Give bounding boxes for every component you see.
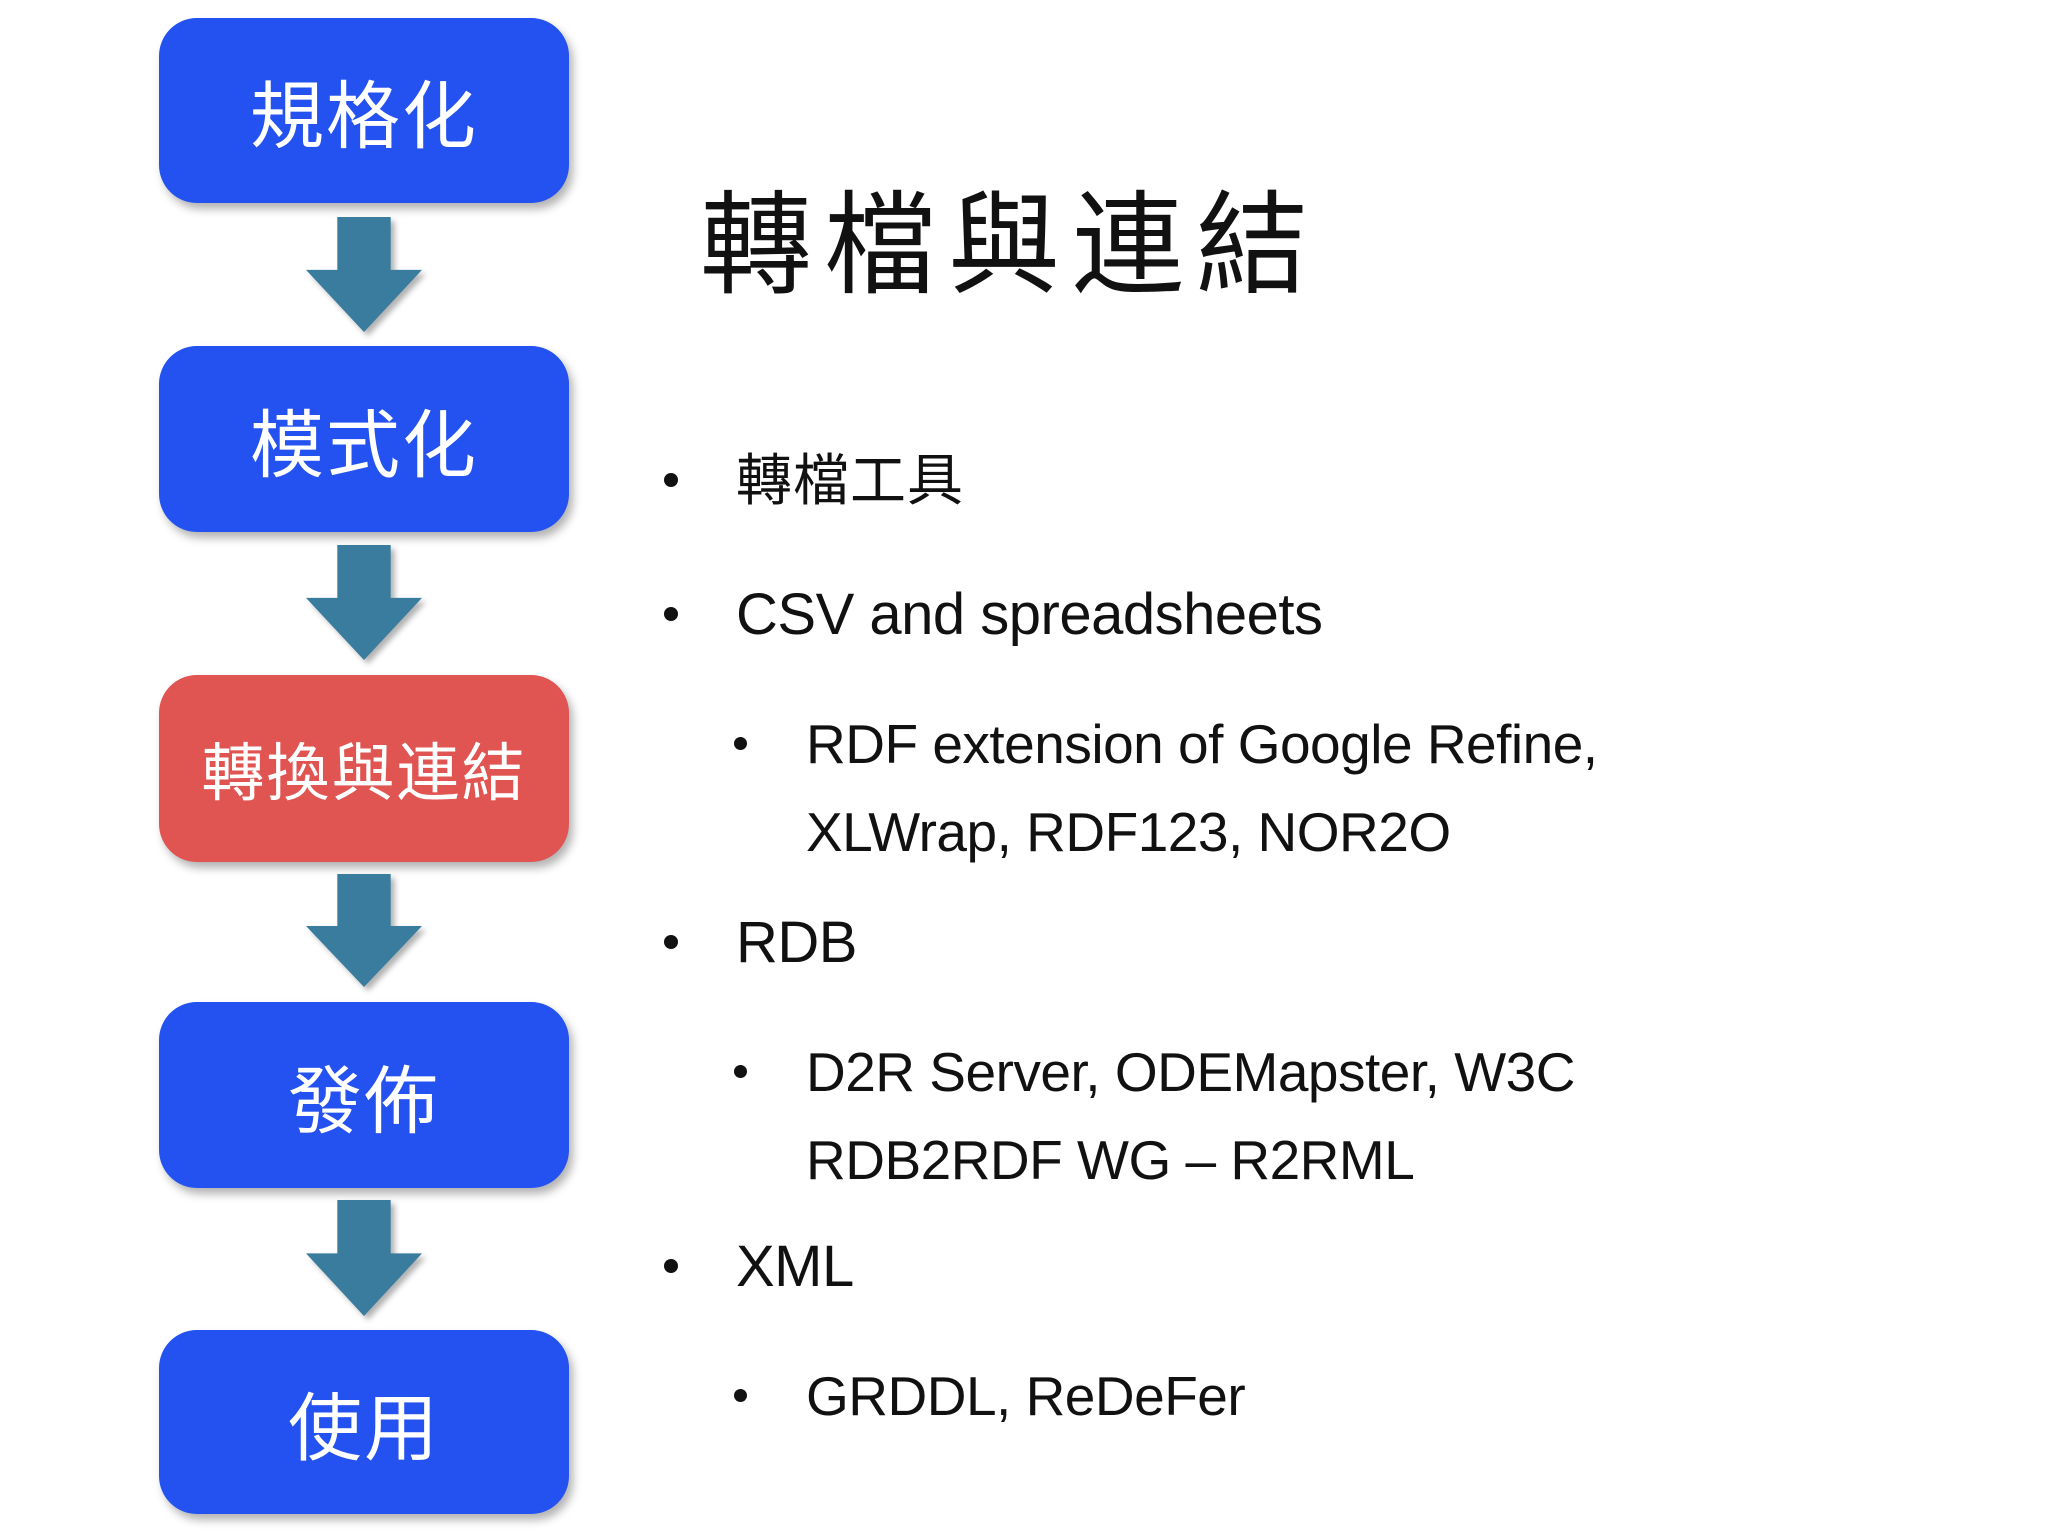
bullet-item-rdb: RDB	[664, 908, 857, 978]
bullet-text: RDB	[736, 910, 857, 975]
bullet-dot-icon	[664, 607, 678, 621]
down-arrow-icon	[306, 1200, 422, 1316]
down-arrow-icon	[306, 217, 422, 332]
flow-step-standardization: 規格化	[159, 18, 569, 203]
bullet-item-conversion-tools: 轉檔工具	[664, 446, 964, 516]
down-arrow-icon	[306, 545, 422, 660]
bullet-text: XML	[736, 1234, 854, 1299]
flow-step-label: 轉換與連結	[201, 739, 527, 809]
bullet-text: RDF extension of Google Refine, XLWrap, …	[806, 713, 1598, 863]
down-arrow-shape	[306, 545, 422, 660]
bullet-dot-icon	[664, 473, 678, 487]
down-arrow-shape	[306, 1200, 422, 1316]
flow-step-label: 發佈	[288, 1059, 440, 1143]
down-arrow-shape	[306, 874, 422, 987]
down-arrow-icon	[306, 874, 422, 987]
flow-step-modeling: 模式化	[159, 346, 569, 532]
bullet-dot-icon	[664, 935, 678, 949]
flow-step-transform-and-link: 轉換與連結	[159, 675, 569, 862]
bullet-dot-icon	[664, 1259, 678, 1273]
bullet-item-csv-spreadsheets: CSV and spreadsheets	[664, 580, 1323, 650]
flow-step-use: 使用	[159, 1330, 569, 1514]
slide-title: 轉檔與連結	[700, 183, 1320, 308]
flow-step-publish: 發佈	[159, 1002, 569, 1188]
bullet-dot-icon	[734, 737, 747, 750]
bullet-text: GRDDL, ReDeFer	[806, 1365, 1246, 1427]
bullet-item-xml-tools: GRDDL, ReDeFer	[734, 1352, 1711, 1440]
bullet-text: 轉檔工具	[736, 449, 964, 512]
bullet-item-xml: XML	[664, 1232, 854, 1302]
flow-step-label: 規格化	[250, 75, 478, 158]
bullet-dot-icon	[734, 1389, 747, 1402]
bullet-item-rdb-tools: D2R Server, ODEMapster, W3C RDB2RDF WG –…	[734, 1028, 1711, 1204]
flow-step-label: 模式化	[250, 403, 478, 487]
down-arrow-shape	[306, 217, 422, 332]
bullet-text: D2R Server, ODEMapster, W3C RDB2RDF WG –…	[806, 1041, 1575, 1191]
flow-step-label: 使用	[288, 1386, 440, 1470]
bullet-text: CSV and spreadsheets	[736, 582, 1323, 647]
bullet-dot-icon	[734, 1065, 747, 1078]
bullet-item-csv-tools: RDF extension of Google Refine, XLWrap, …	[734, 700, 1711, 876]
